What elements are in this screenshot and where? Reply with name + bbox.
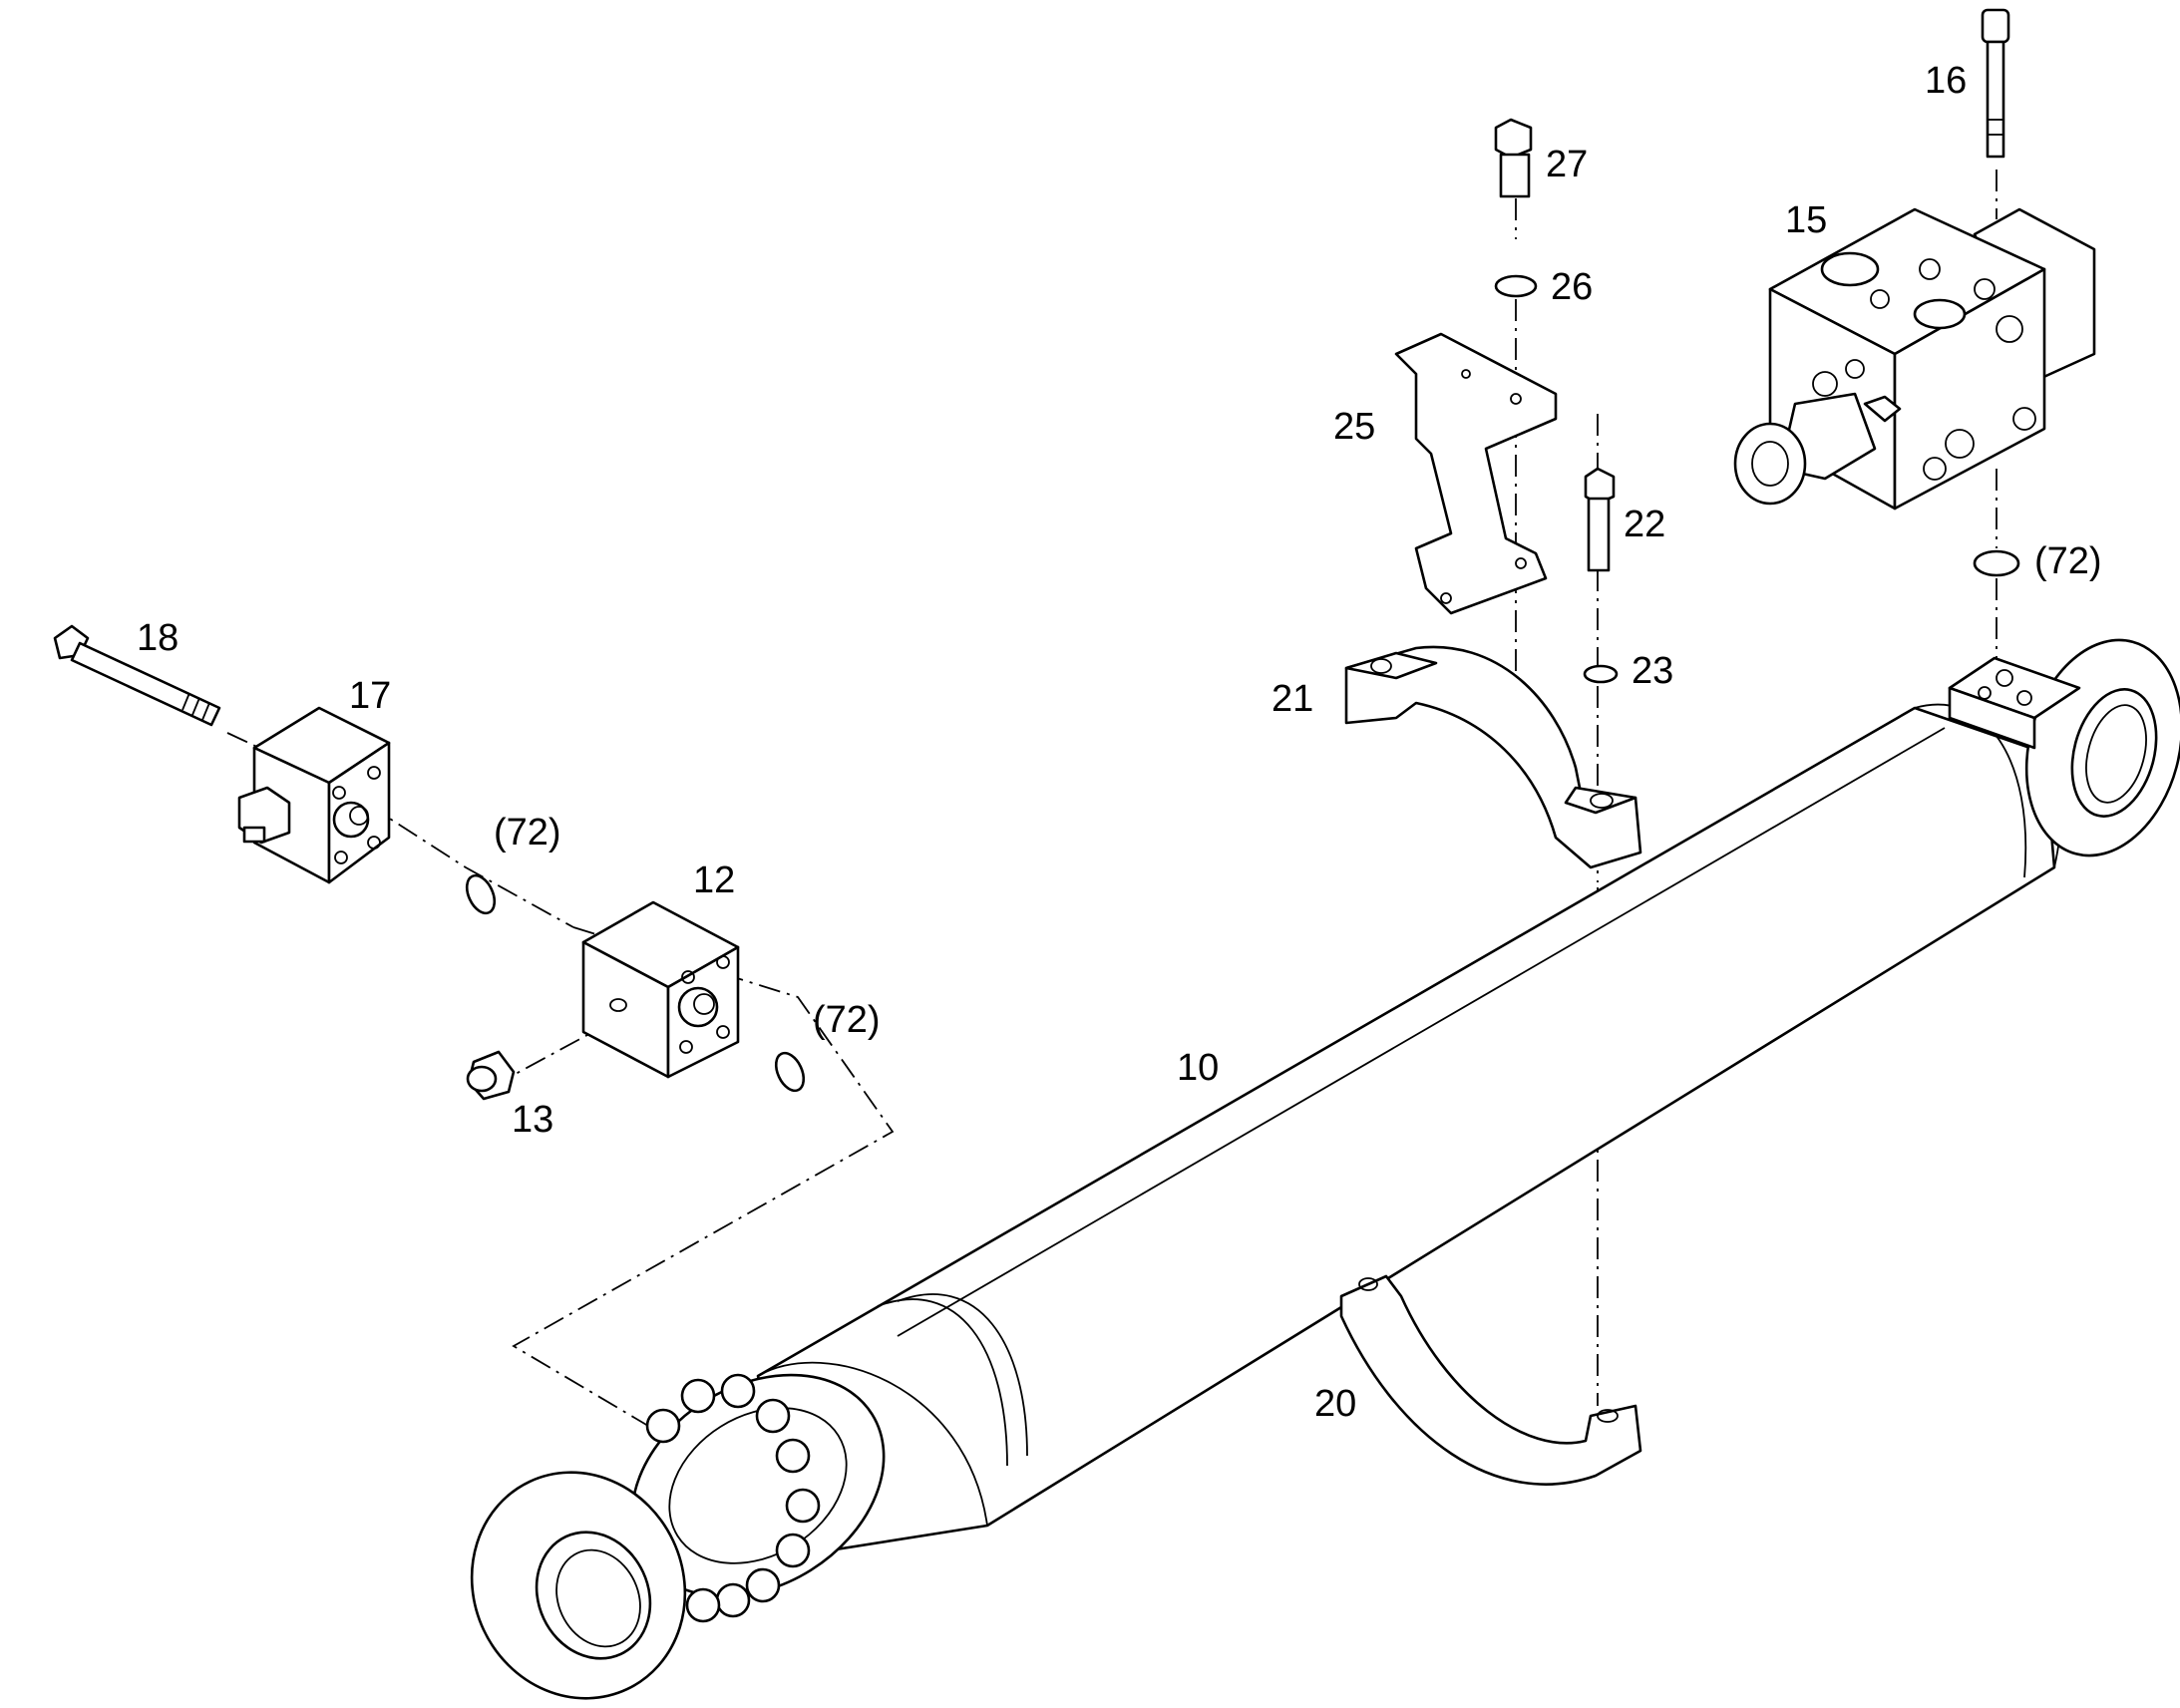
screw-16 [1981,8,2010,159]
plug-13 [466,1050,516,1101]
washer-23 [1583,664,1619,684]
bolt-22 [1584,467,1616,572]
flange-bolts [645,1373,821,1623]
callout-25: 25 [1333,406,1375,448]
block-12 [581,900,740,1079]
callout-18: 18 [137,617,179,659]
callout-16: 16 [1925,60,1967,102]
callout-72-right: (72) [2034,540,2102,582]
lower-clamp [1339,1274,1642,1486]
callout-21: 21 [1272,678,1313,720]
washer-26 [1494,274,1538,298]
callout-22: 22 [1624,504,1665,545]
callout-10: 10 [1177,1047,1219,1089]
upper-clamp [1344,645,1642,869]
bolt-27 [1494,118,1533,198]
o-rings [465,549,2020,1093]
callout-20: 20 [1314,1383,1356,1425]
hydraulic-cylinder [470,638,2180,1700]
callout-26: 26 [1551,266,1593,308]
callout-27: 27 [1546,144,1588,185]
valve-block [1733,207,2096,511]
callout-12: 12 [693,859,735,901]
callout-72-lower-left: (72) [813,999,881,1041]
callout-72-upper-left: (72) [494,812,561,854]
callout-13: 13 [512,1099,553,1141]
callout-15: 15 [1785,199,1827,241]
callout-17: 17 [349,675,391,717]
bolt-18 [53,624,221,727]
bracket [1394,332,1558,615]
callouts: 10 12 13 15 16 17 18 20 21 22 23 25 26 2… [137,60,2102,1425]
callout-23: 23 [1632,650,1673,692]
block-17 [237,706,391,884]
